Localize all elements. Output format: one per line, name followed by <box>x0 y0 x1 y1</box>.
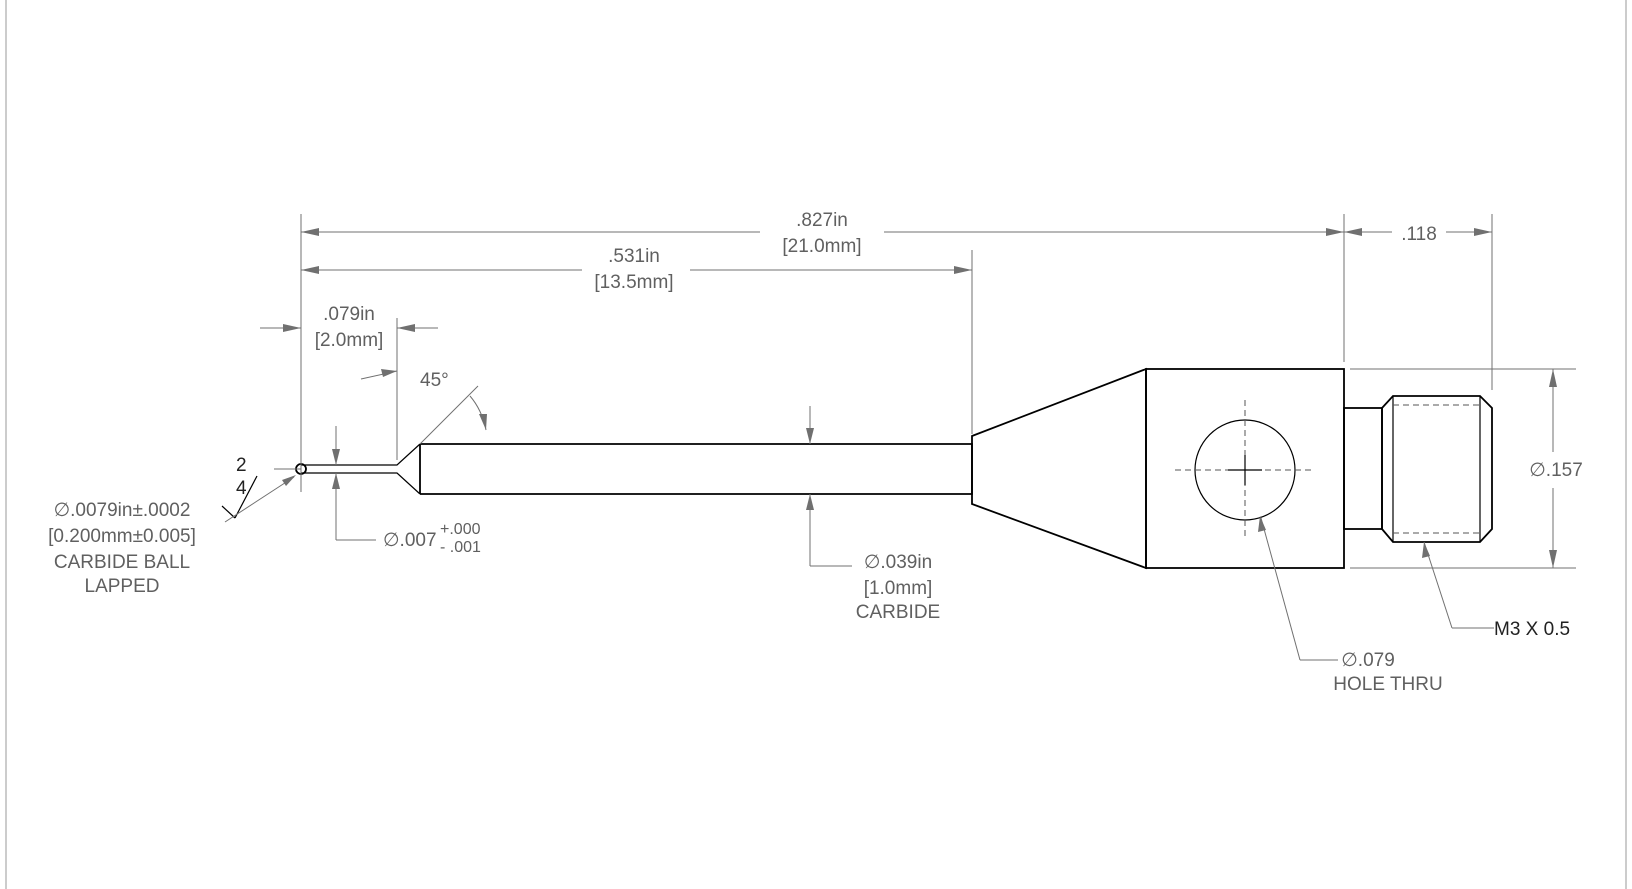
neck-tol-minus: - .001 <box>440 539 481 556</box>
dim-length-mm: [13.5mm] <box>594 272 673 293</box>
threaded-stud <box>1381 395 1493 543</box>
neck-tol-plus: +.000 <box>440 521 481 538</box>
hole-dia: ∅.079 <box>1341 650 1395 671</box>
dim-tip-length: .079in [2.0mm] <box>260 304 438 351</box>
dim-cone-angle: 45° <box>360 369 487 445</box>
hole-note: HOLE THRU <box>1333 674 1442 695</box>
shaft-dimension: ∅.039in [1.0mm] CARBIDE <box>806 406 940 623</box>
shaft-dia-mm: [1.0mm] <box>864 578 933 599</box>
neck-dimension: ∅.007 +.000 - .001 <box>332 426 481 556</box>
surface-finish-symbol: 2 4 <box>221 455 301 519</box>
body-dimension: ∅.157 <box>1529 369 1583 568</box>
ball-finish: LAPPED <box>85 576 160 597</box>
angle-label: 45° <box>420 370 449 391</box>
dim-overall-mm: [21.0mm] <box>782 236 861 257</box>
body-dia: ∅.157 <box>1529 460 1583 481</box>
thread-callout: M3 X 0.5 <box>1422 541 1570 640</box>
dim-overall-length: .827in [21.0mm] <box>301 210 1344 257</box>
thread-relief <box>1343 407 1383 530</box>
carbide-shaft <box>420 443 973 495</box>
dim-thread-length: .118 <box>1344 224 1492 245</box>
hole-callout: ∅.079 HOLE THRU <box>1258 516 1443 695</box>
dim-head-in: .118 <box>1401 224 1437 245</box>
extension-lines <box>300 214 1576 569</box>
dim-shaft-length: .531in [13.5mm] <box>301 246 972 293</box>
dim-tip-in: .079in <box>323 304 375 325</box>
ball-material: CARBIDE BALL <box>54 552 190 573</box>
dim-tip-mm: [2.0mm] <box>315 330 384 351</box>
dim-overall-in: .827in <box>796 210 848 231</box>
shaft-dia-in: ∅.039in <box>864 552 932 573</box>
shaft-material: CARBIDE <box>856 602 940 623</box>
thread-spec: M3 X 0.5 <box>1494 619 1570 640</box>
neck-dia: ∅.007 <box>383 530 437 551</box>
tapered-body <box>971 367 1147 570</box>
stylus-neck <box>301 443 421 495</box>
finish-top: 2 <box>236 455 247 476</box>
ball-dia: ∅.0079in±.0002 <box>54 500 191 521</box>
dim-length-in: .531in <box>608 246 660 267</box>
ball-dia-mm: [0.200mm±0.005] <box>48 526 196 547</box>
finish-bottom: 4 <box>236 478 247 499</box>
ball-dimension: ∅.0079in±.0002 [0.200mm±0.005] CARBIDE B… <box>48 475 296 597</box>
stylus-part <box>295 367 1493 570</box>
